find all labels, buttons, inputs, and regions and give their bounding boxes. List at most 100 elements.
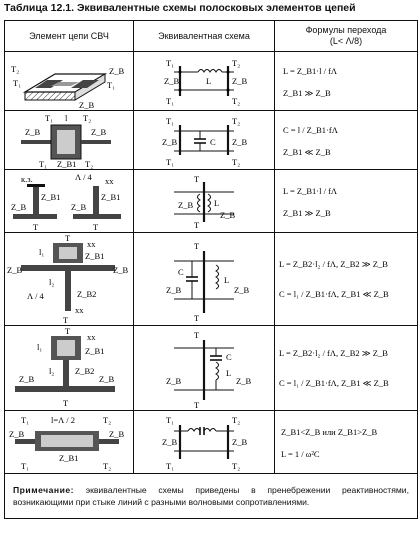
elem4-label-6: l₂ <box>49 277 54 287</box>
scheme-drawing-2: T₁ T₂ C Z_B Z_B T₁ T₂ <box>133 110 275 170</box>
scheme4-label-3: Z_B <box>166 285 181 295</box>
scheme6-label-0: T₁ <box>166 415 174 425</box>
element-drawing-1: T₂ Z_B T₁ Z_B T₁ <box>4 51 134 111</box>
series-lc-scheme: T C L Z_B Z_B T <box>166 330 251 410</box>
scheme2-label-4: Z_B <box>232 137 247 147</box>
elem1-label-2: T₁ <box>107 80 115 90</box>
scheme5-label-0: T <box>194 330 200 340</box>
formulas-3: L = Z_B1·l / fΛ Z_B1 ≫ Z_B <box>274 169 418 233</box>
elem6-label-7: T₂ <box>103 461 111 471</box>
scheme1-label-3: Z_B <box>164 76 179 86</box>
scheme1-label-6: T₂ <box>232 96 240 106</box>
formulas-2-svg: C = l / Z_B1·fΛ Z_B1 ≪ Z_B <box>283 125 339 157</box>
elem5-label-6: Z_B <box>19 374 34 384</box>
shunt-stub-figure: к.з. Λ / 4 xx Z_B1 Z_B1 Z_B Z_B T T <box>11 172 121 232</box>
scheme5-label-4: Z_B <box>236 376 251 386</box>
formula6-0: Z_B1<Z_B или Z_B1>Z_B <box>281 427 377 437</box>
elem3-label-8: T <box>93 222 99 232</box>
half-wave-line-figure: T₁ l=Λ / 2 T₂ Z_B Z_B1 Z_B T₁ T₂ <box>9 415 124 471</box>
formulas-1: L = Z_B1·l / fΛ Z_B1 ≫ Z_B <box>274 51 418 111</box>
elem4-label-2: l₁ <box>39 247 44 257</box>
elem1-label-3: Z_B <box>79 100 94 110</box>
elem5-label-3: Z_B1 <box>85 346 104 356</box>
formula6-1: L = 1 / ω²C <box>281 449 320 459</box>
element-drawing-4: T xx l₁ Z_B1 Z_B Z_B l₂ Λ / 4 Z_B2 xx T <box>4 232 134 326</box>
scheme4-label-1: C <box>178 267 184 277</box>
formulas-5: L = Z_B2·l₂ / fΛ, Z_B2 ≫ Z_B C = l₁ / Z_… <box>274 325 418 411</box>
shunt-inductor-scheme: T L Z_B Z_B T <box>174 174 235 230</box>
scheme5-label-5: T <box>194 400 200 410</box>
formula4-1: C = l₁ / Z_B1·fΛ, Z_B1 ≪ Z_B <box>279 289 389 299</box>
scheme6-label-4: T₁ <box>166 461 174 471</box>
scheme2-label-1: T₂ <box>232 116 240 126</box>
formulas-3-svg: L = Z_B1·l / fΛ Z_B1 ≫ Z_B <box>283 186 338 218</box>
element-drawing-2: T₁ l T₂ Z_B Z_B T₁ Z_B1 T₂ <box>4 110 134 170</box>
scheme4-label-2: L <box>224 275 229 285</box>
elem2-label-3: Z_B <box>25 127 40 137</box>
scheme1-label-5: T₁ <box>166 96 174 106</box>
elem2-label-4: Z_B <box>91 127 106 137</box>
formula3-0: L = Z_B1·l / fΛ <box>283 186 338 196</box>
elem5-label-8: T <box>63 398 69 408</box>
header-row: Элемент цепи СВЧ Эквивалентная схема Фор… <box>4 20 418 52</box>
scheme6-label-3: Z_B <box>232 437 247 447</box>
resonator-scheme: T₁ T₂ Z_B Z_B T₁ T₂ <box>162 415 247 471</box>
formula5-1: C = l₁ / Z_B1·fΛ, Z_B1 ≪ Z_B <box>279 378 389 388</box>
elem5-label-0: T <box>65 326 71 336</box>
scheme-drawing-6: T₁ T₂ Z_B Z_B T₁ T₂ <box>133 410 275 474</box>
scheme3-label-3: Z_B <box>220 210 235 220</box>
scheme6-label-1: T₂ <box>232 415 240 425</box>
table-row-4: T xx l₁ Z_B1 Z_B Z_B l₂ Λ / 4 Z_B2 xx T <box>4 232 418 326</box>
table-caption: Таблица 12.1. Эквивалентные схемы полоск… <box>4 2 356 14</box>
scheme2-label-6: T₂ <box>232 157 240 167</box>
element-drawing-5: T xx l₁ Z_B1 l₂ Z_B2 Z_B Z_B T <box>4 325 134 411</box>
elem4-label-8: Z_B2 <box>77 289 96 299</box>
elem6-label-6: T₁ <box>21 461 29 471</box>
elem4-label-3: Z_B1 <box>85 251 104 261</box>
scheme5-label-1: C <box>226 352 232 362</box>
elem3-label-4: Z_B1 <box>101 192 120 202</box>
elem3-label-5: Z_B <box>11 202 26 212</box>
scheme-drawing-3: T L Z_B Z_B T <box>133 169 275 233</box>
formula1-0: L = Z_B1·l / fΛ <box>283 66 338 76</box>
elem6-label-1: l=Λ / 2 <box>51 415 75 425</box>
header-formulas-line2: (L< Λ/8) <box>329 36 363 46</box>
equivalent-circuits-table: Элемент цепи СВЧ Эквивалентная схема Фор… <box>4 20 418 519</box>
elem3-label-0: к.з. <box>21 174 33 184</box>
scheme2-label-5: T₁ <box>166 157 174 167</box>
elem2-label-7: T₂ <box>85 159 93 169</box>
elem1-label-1: Z_B <box>109 66 124 76</box>
elem6-label-3: Z_B <box>9 429 24 439</box>
elem6-label-5: Z_B <box>109 429 124 439</box>
elem3-label-6: Z_B <box>71 202 86 212</box>
formula1-1: Z_B1 ≫ Z_B <box>283 88 331 98</box>
scheme-drawing-5: T C L Z_B Z_B T <box>133 325 275 411</box>
note-text: эквивалентные схемы приведены в пренебре… <box>13 485 409 507</box>
parallel-lc-scheme: T C L Z_B Z_B T <box>166 241 249 323</box>
elem5-label-1: xx <box>87 332 96 342</box>
scheme4-label-0: T <box>194 241 200 251</box>
scheme4-label-4: Z_B <box>234 285 249 295</box>
elem1-label-0: T₂ <box>11 64 19 74</box>
elem4-label-5: Z_B <box>113 265 128 275</box>
elem3-label-3: Z_B1 <box>41 192 60 202</box>
header-formulas: Формулы перехода (L< Λ/8) <box>274 20 418 52</box>
element-drawing-6: T₁ l=Λ / 2 T₂ Z_B Z_B1 Z_B T₁ T₂ <box>4 410 134 474</box>
elem4-label-4: Z_B <box>7 265 22 275</box>
elem6-label-4: Z_B1 <box>59 453 78 463</box>
elem4-label-1: xx <box>87 239 96 249</box>
formula5-0: L = Z_B2·l₂ / fΛ, Z_B2 ≫ Z_B <box>279 348 388 358</box>
elem5-label-7: Z_B <box>99 374 114 384</box>
shunt-capacitor-scheme: T₁ T₂ C Z_B Z_B T₁ T₂ <box>162 116 247 167</box>
scheme3-label-4: T <box>194 220 200 230</box>
series-lc-figure: T xx l₁ Z_B1 l₂ Z_B2 Z_B Z_B T <box>15 326 115 408</box>
elem2-label-5: T₁ <box>39 159 47 169</box>
table-row-2: T₁ l T₂ Z_B Z_B T₁ Z_B1 T₂ <box>4 110 418 170</box>
elem4-label-9: xx <box>75 305 84 315</box>
scheme2-label-2: C <box>210 137 216 147</box>
scheme5-label-3: Z_B <box>166 376 181 386</box>
scheme-drawing-4: T C L Z_B Z_B T <box>133 232 275 326</box>
table-row-6: T₁ l=Λ / 2 T₂ Z_B Z_B1 Z_B T₁ T₂ <box>4 410 418 474</box>
scheme3-label-1: L <box>214 198 219 208</box>
